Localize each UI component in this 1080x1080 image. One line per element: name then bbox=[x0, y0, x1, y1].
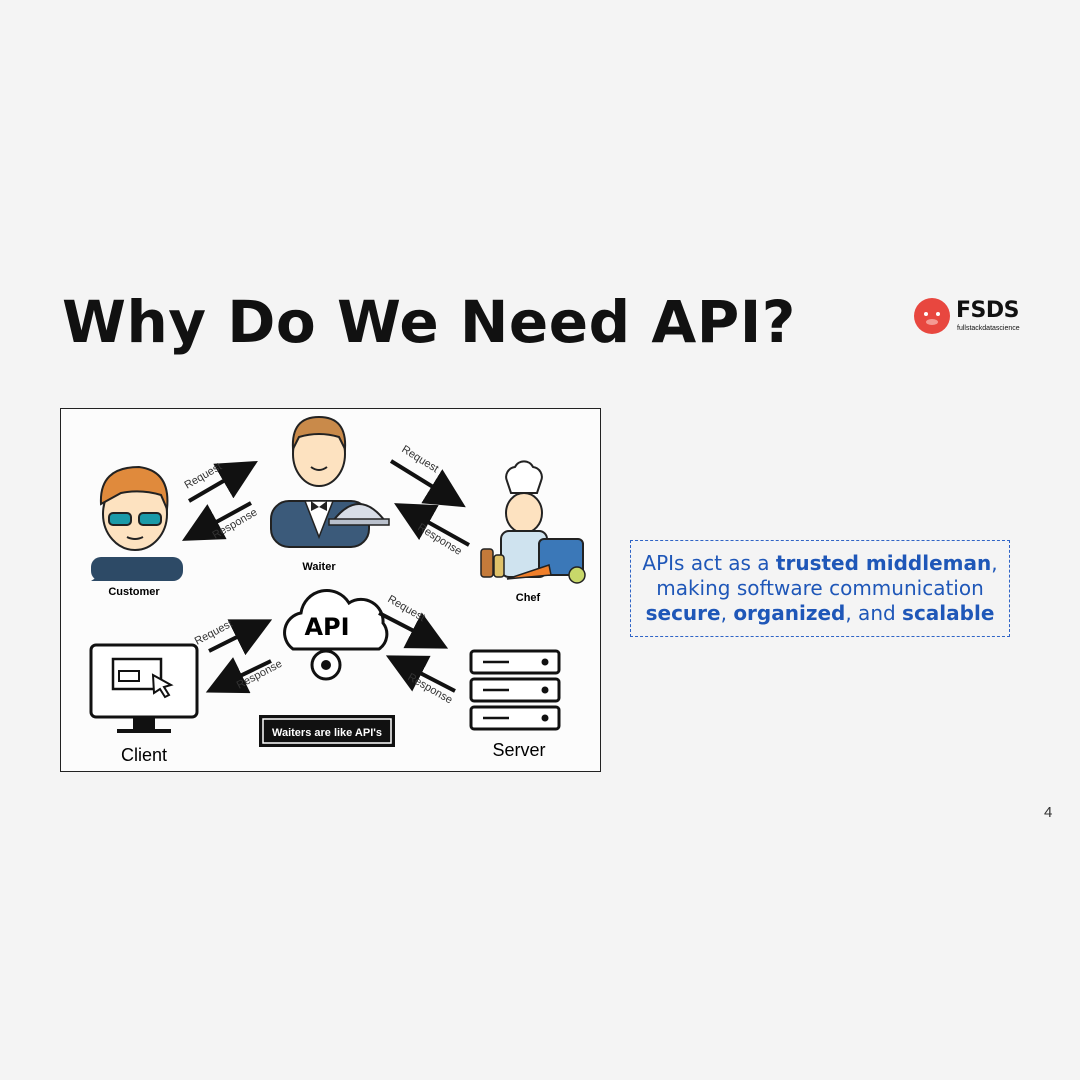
callout-emphasis-secure: secure bbox=[645, 601, 721, 625]
customer-label: Customer bbox=[108, 586, 160, 598]
waiter-icon bbox=[270, 415, 390, 548]
arrow-server-to-api bbox=[385, 655, 456, 693]
client-monitor-icon bbox=[89, 643, 199, 733]
api-label: API bbox=[304, 613, 349, 641]
chef-icon bbox=[480, 460, 586, 584]
callout-emphasis-trusted-middleman: trusted middleman bbox=[775, 551, 992, 575]
logo-subtitle: fullstackdatascience bbox=[957, 325, 1020, 332]
arrow-label-customer-to-waiter: Request bbox=[183, 461, 224, 492]
waiter-label: Waiter bbox=[302, 561, 336, 573]
callout-text: APIs act as a trusted middleman, making … bbox=[631, 551, 1009, 626]
slide-title: Why Do We Need API? bbox=[62, 288, 796, 356]
arrow-api-to-client bbox=[205, 657, 272, 694]
arrow-waiter-to-chef bbox=[389, 459, 466, 508]
arrow-chef-to-waiter bbox=[394, 503, 470, 547]
callout-emphasis-organized: organized bbox=[733, 601, 846, 625]
server-label: Server bbox=[492, 740, 545, 760]
callout-text-part: , making software communication bbox=[656, 551, 998, 600]
server-icon bbox=[469, 649, 561, 731]
callout-text-part: APIs act as a bbox=[642, 551, 776, 575]
arrow-waiter-to-customer bbox=[181, 501, 252, 541]
callout-emphasis-scalable: scalable bbox=[902, 601, 995, 625]
api-cloud-icon bbox=[283, 589, 389, 681]
caption-box bbox=[259, 715, 395, 747]
callout-text-part: , and bbox=[845, 601, 903, 625]
api-analogy-diagram: Customer Waiter Chef Request bbox=[60, 408, 601, 772]
arrow-client-to-api bbox=[208, 619, 273, 656]
customer-icon bbox=[91, 465, 183, 581]
client-label: Client bbox=[121, 745, 167, 765]
callout-box: APIs act as a trusted middleman, making … bbox=[630, 540, 1010, 637]
page-number: 4 bbox=[1044, 804, 1053, 821]
logo-name: FSDS bbox=[956, 298, 1019, 323]
chef-label: Chef bbox=[516, 592, 541, 604]
diagram-caption: Waiters are like API's bbox=[272, 727, 382, 739]
arrow-api-to-server bbox=[378, 611, 449, 649]
arrow-customer-to-waiter bbox=[187, 460, 258, 503]
callout-text-part: , bbox=[720, 601, 734, 625]
fsds-logo: FSDS fullstackdatascience bbox=[912, 294, 1032, 340]
logo-mascot-icon bbox=[914, 298, 950, 334]
